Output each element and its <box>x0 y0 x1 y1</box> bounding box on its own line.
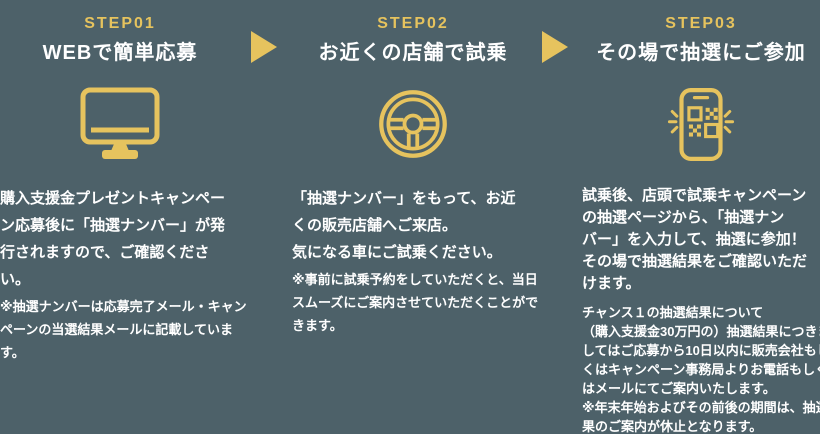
step-number-label: STEP01 <box>84 15 156 32</box>
step-title: お近くの店舗で試乗 <box>318 42 508 64</box>
step-note: チャンス１の抽選結果について （購入支援金30万円の）抽選結果につきま してはご… <box>582 305 820 434</box>
step-column-3: STEP03 その場で抽選にご参加 試乗後、店頭で試乗キャン <box>582 0 820 434</box>
step-title: その場で抽選にご参加 <box>596 42 806 64</box>
step-description: 購入支援金プレゼントキャンペー ン応募後に「抽選ナンバー」が発 行されますので、… <box>0 190 226 288</box>
arrow-right-icon <box>542 31 568 63</box>
desktop-monitor-icon <box>0 85 240 163</box>
step-note: ※事前に試乗予約をしていただくと、当日 スムーズにご案内させていただくことがで … <box>292 272 539 333</box>
step-title: WEBで簡単応募 <box>42 42 198 64</box>
step-description: 「抽選ナンバー」をもって、お近 くの販売店舗へご来店。 気になる車にご試乗くださ… <box>292 190 516 261</box>
step-column-2: STEP02 お近くの店舗で試乗 「抽選ナンバー」をもって、お近 くの販売店舗へ… <box>292 0 539 337</box>
steering-wheel-icon <box>292 85 534 163</box>
step-number-label: STEP02 <box>377 15 449 32</box>
step-description: 試乗後、店頭で試乗キャンペーン の抽選ページから、「抽選ナン バー」を入力して、… <box>582 187 808 292</box>
smartphone-qr-code-icon <box>582 85 820 163</box>
step-column-1: STEP01 WEBで簡単応募 購入支援金プレゼントキャンペー ン応募後に「抽選… <box>0 0 247 364</box>
arrow-right-icon <box>251 31 277 63</box>
step-number-label: STEP03 <box>665 15 737 32</box>
step-note: ※抽選ナンバーは応募完了メール・キャン ペーンの当選結果メールに記載していま す… <box>0 299 247 360</box>
